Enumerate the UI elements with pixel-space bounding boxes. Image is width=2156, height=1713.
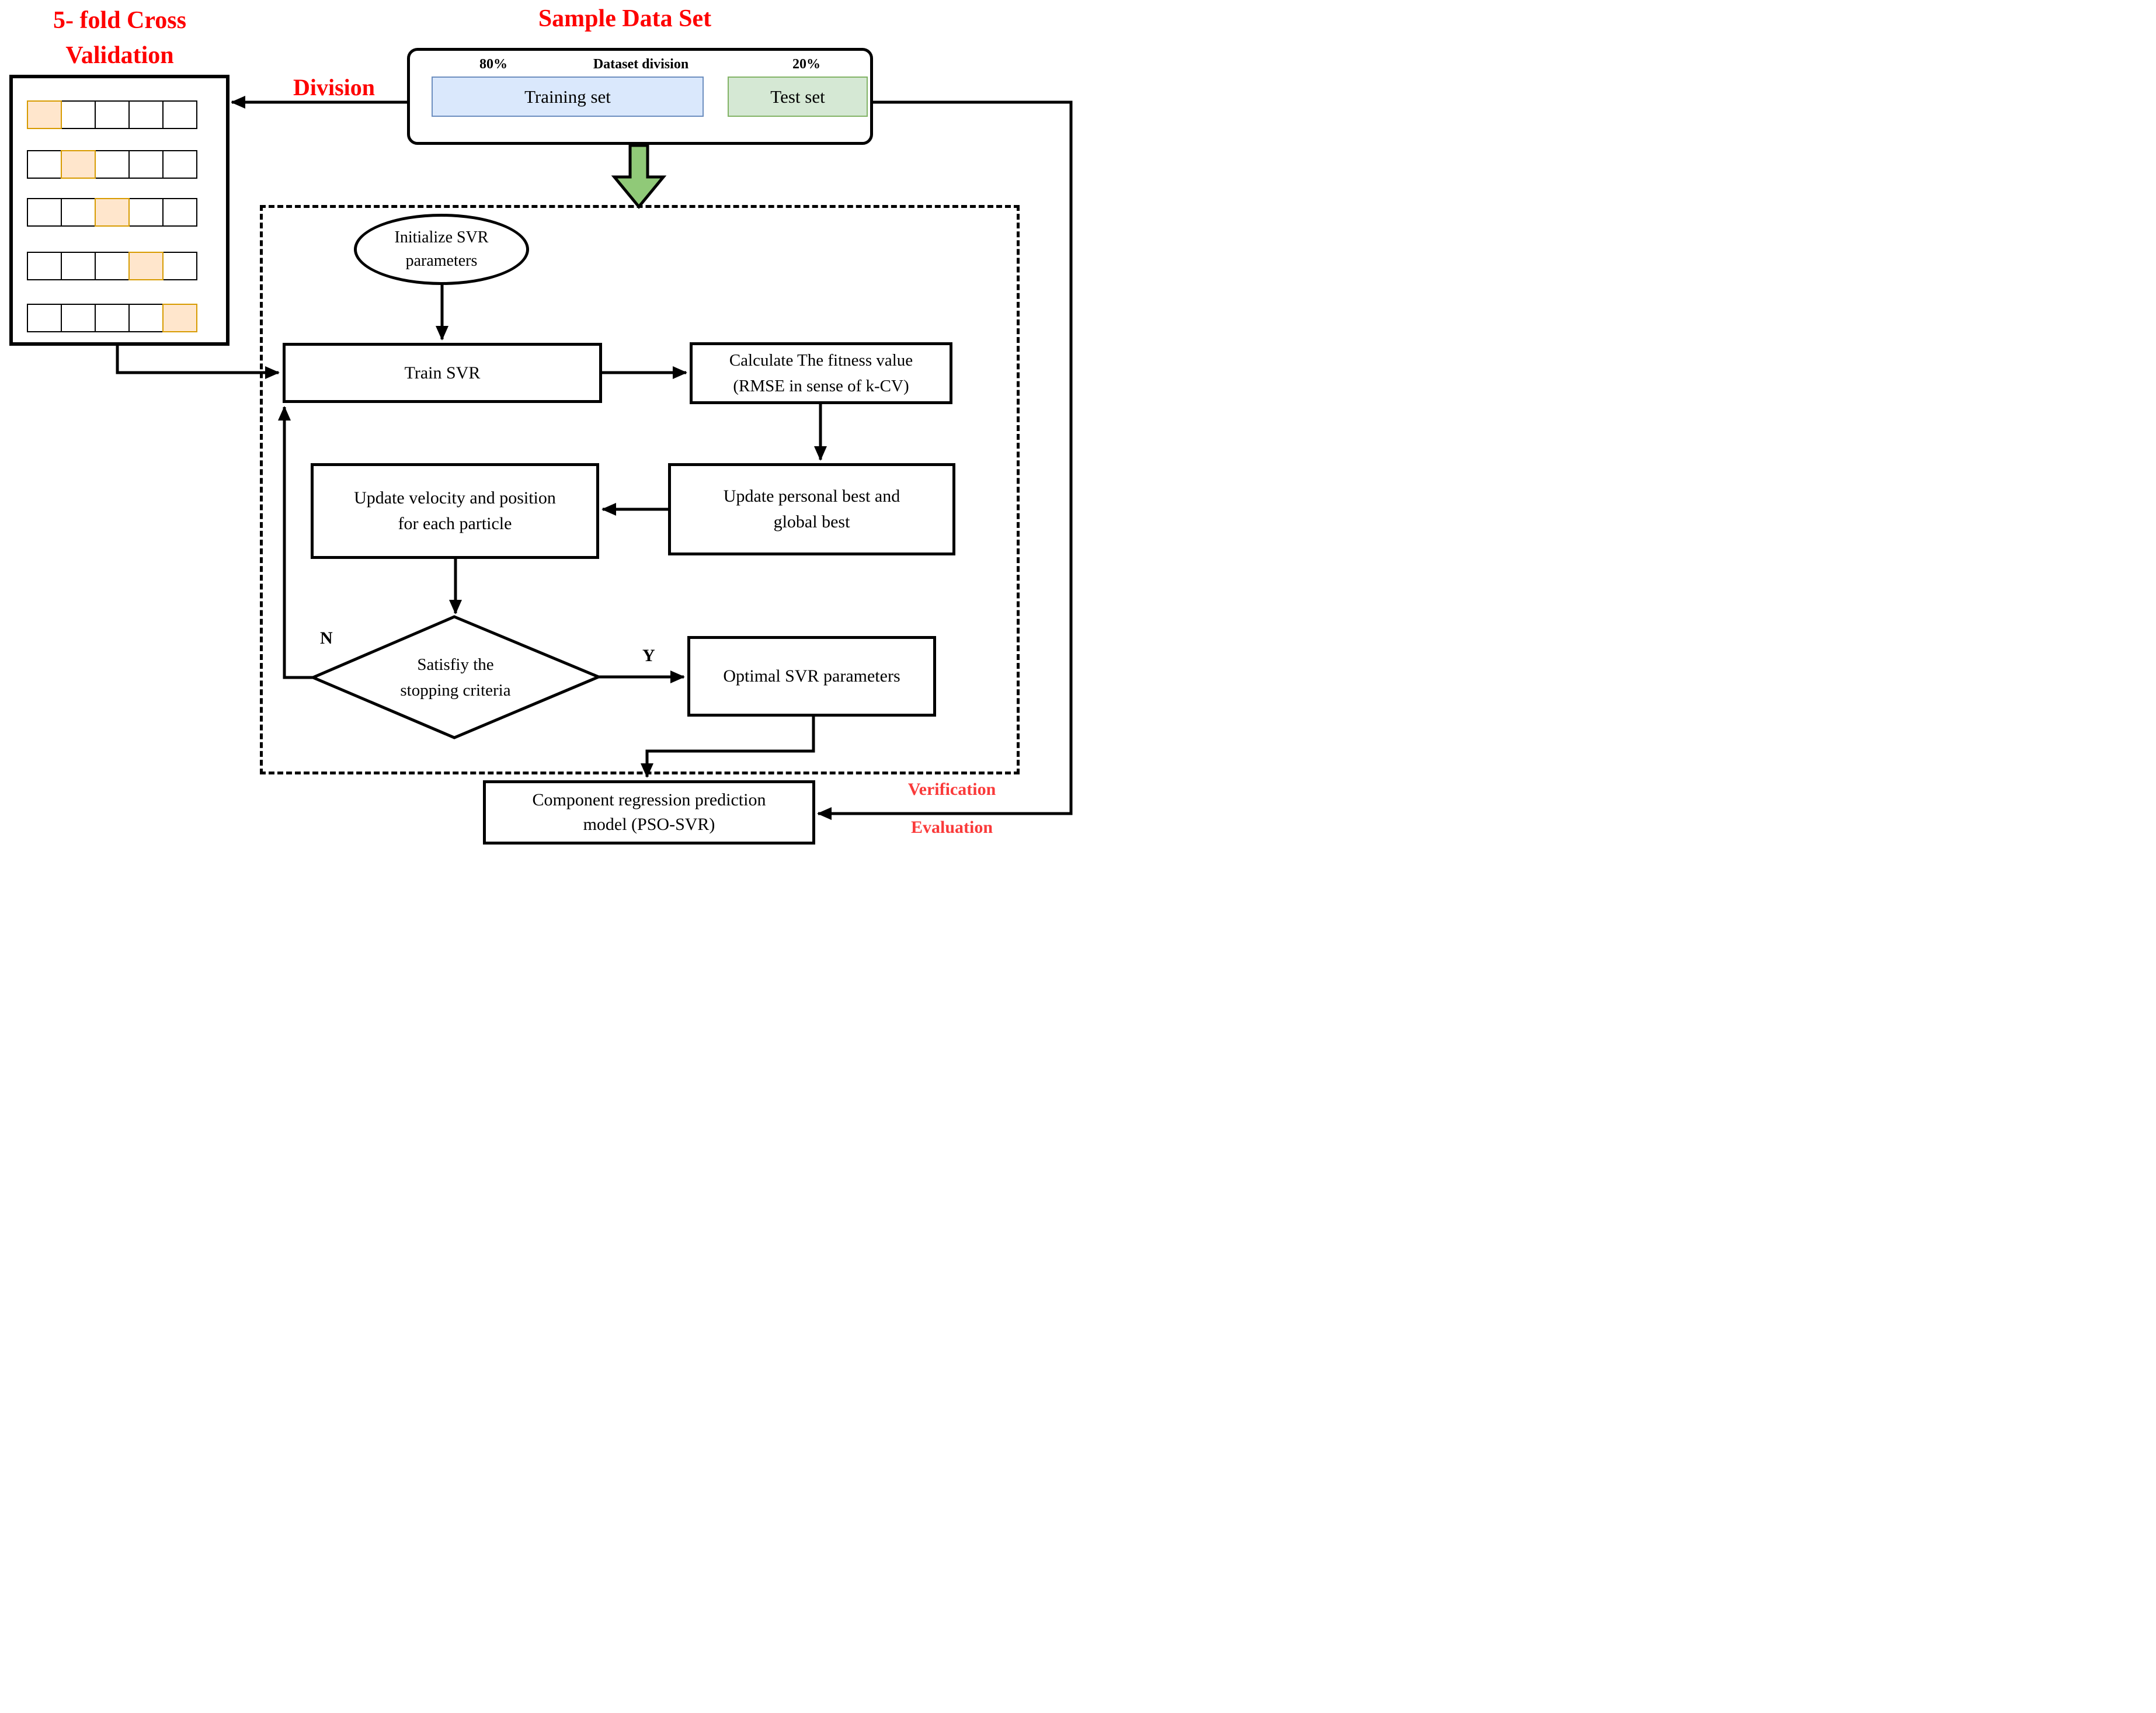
test-set-label: Test set — [770, 86, 825, 107]
verification-label: Verification — [907, 780, 996, 799]
cv-row — [27, 100, 197, 129]
component-line1: Component regression prediction — [532, 790, 766, 809]
stopping-criteria-diamond — [309, 615, 603, 739]
arrow-no-loop-to-train — [277, 405, 313, 679]
cv-cell — [27, 198, 62, 227]
cv-cell — [162, 150, 197, 179]
initialize-svr-ellipse: Initialize SVR parameters — [354, 214, 529, 285]
train-percentage: 80% — [479, 57, 507, 72]
test-percentage: 20% — [792, 57, 820, 72]
stopping-criteria-text: Satisfiy the stopping criteria — [367, 652, 544, 703]
initialize-line1: Initialize SVR — [394, 228, 489, 246]
arrow-test-to-component — [816, 100, 1073, 821]
cv-cell — [128, 198, 164, 227]
cv-title-line2: Validation — [65, 42, 174, 69]
cv-cell-highlighted — [95, 198, 130, 227]
test-set-box: Test set — [728, 77, 868, 117]
component-line2: model (PSO-SVR) — [583, 815, 715, 834]
cv-cell — [128, 100, 164, 129]
dataset-division-label: Dataset division — [593, 57, 689, 72]
evaluation-label: Evaluation — [910, 818, 993, 837]
flowchart-canvas: 5- fold Cross Validation Sample Data Set… — [0, 0, 1078, 856]
initialize-line2: parameters — [405, 252, 478, 270]
cv-cell — [95, 150, 130, 179]
division-label: Division — [293, 74, 375, 100]
cv-title: 5- fold Cross Validation — [12, 3, 228, 73]
cv-row — [27, 198, 197, 227]
cv-row — [27, 304, 197, 332]
update-velocity-line1: Update velocity and position — [354, 488, 556, 508]
cv-cell — [128, 304, 164, 332]
cv-cell — [61, 252, 96, 280]
cross-validation-box — [9, 75, 229, 346]
cv-title-line1: 5- fold Cross — [53, 7, 186, 34]
update-velocity-box: Update velocity and position for each pa… — [311, 463, 599, 559]
train-svr-label: Train SVR — [404, 363, 481, 383]
cv-cell-highlighted — [128, 252, 164, 280]
stopping-line1: Satisfiy the — [417, 655, 494, 674]
cv-cell-highlighted — [162, 304, 197, 332]
cv-row — [27, 150, 197, 179]
cv-cell — [95, 100, 130, 129]
component-model-box: Component regression prediction model (P… — [483, 780, 815, 845]
cv-cell — [27, 252, 62, 280]
update-best-line2: global best — [773, 512, 850, 531]
green-block-arrow-icon — [611, 144, 667, 209]
fitness-box: Calculate The fitness value (RMSE in sen… — [690, 342, 952, 404]
training-set-box: Training set — [432, 77, 704, 117]
cv-cell — [61, 198, 96, 227]
stopping-line2: stopping criteria — [400, 681, 511, 700]
cv-cell — [61, 304, 96, 332]
update-velocity-line2: for each particle — [398, 514, 512, 533]
cv-cell — [95, 304, 130, 332]
cv-cell — [27, 304, 62, 332]
update-best-box: Update personal best and global best — [668, 463, 955, 555]
training-set-label: Training set — [524, 86, 611, 107]
cv-cell — [128, 150, 164, 179]
optimal-svr-box: Optimal SVR parameters — [687, 636, 936, 717]
no-branch-label: N — [320, 628, 333, 648]
cv-cell — [27, 150, 62, 179]
cv-cell — [162, 198, 197, 227]
cv-cell — [61, 100, 96, 129]
sample-data-set-title: Sample Data Set — [538, 5, 712, 32]
cv-cell-highlighted — [61, 150, 96, 179]
fitness-line2: (RMSE in sense of k-CV) — [733, 377, 909, 395]
cv-row — [27, 252, 197, 280]
optimal-svr-label: Optimal SVR parameters — [723, 666, 900, 686]
update-best-line1: Update personal best and — [723, 487, 900, 506]
cv-cell — [162, 100, 197, 129]
train-svr-box: Train SVR — [283, 343, 602, 403]
connector-layer — [116, 96, 1073, 821]
cv-cell — [95, 252, 130, 280]
arrow-optimal-to-component — [641, 717, 815, 779]
fitness-line1: Calculate The fitness value — [729, 351, 913, 370]
arrow-cv-to-train — [116, 346, 280, 379]
cv-cell-highlighted — [27, 100, 62, 129]
yes-branch-label: Y — [642, 646, 655, 665]
cv-cell — [162, 252, 197, 280]
